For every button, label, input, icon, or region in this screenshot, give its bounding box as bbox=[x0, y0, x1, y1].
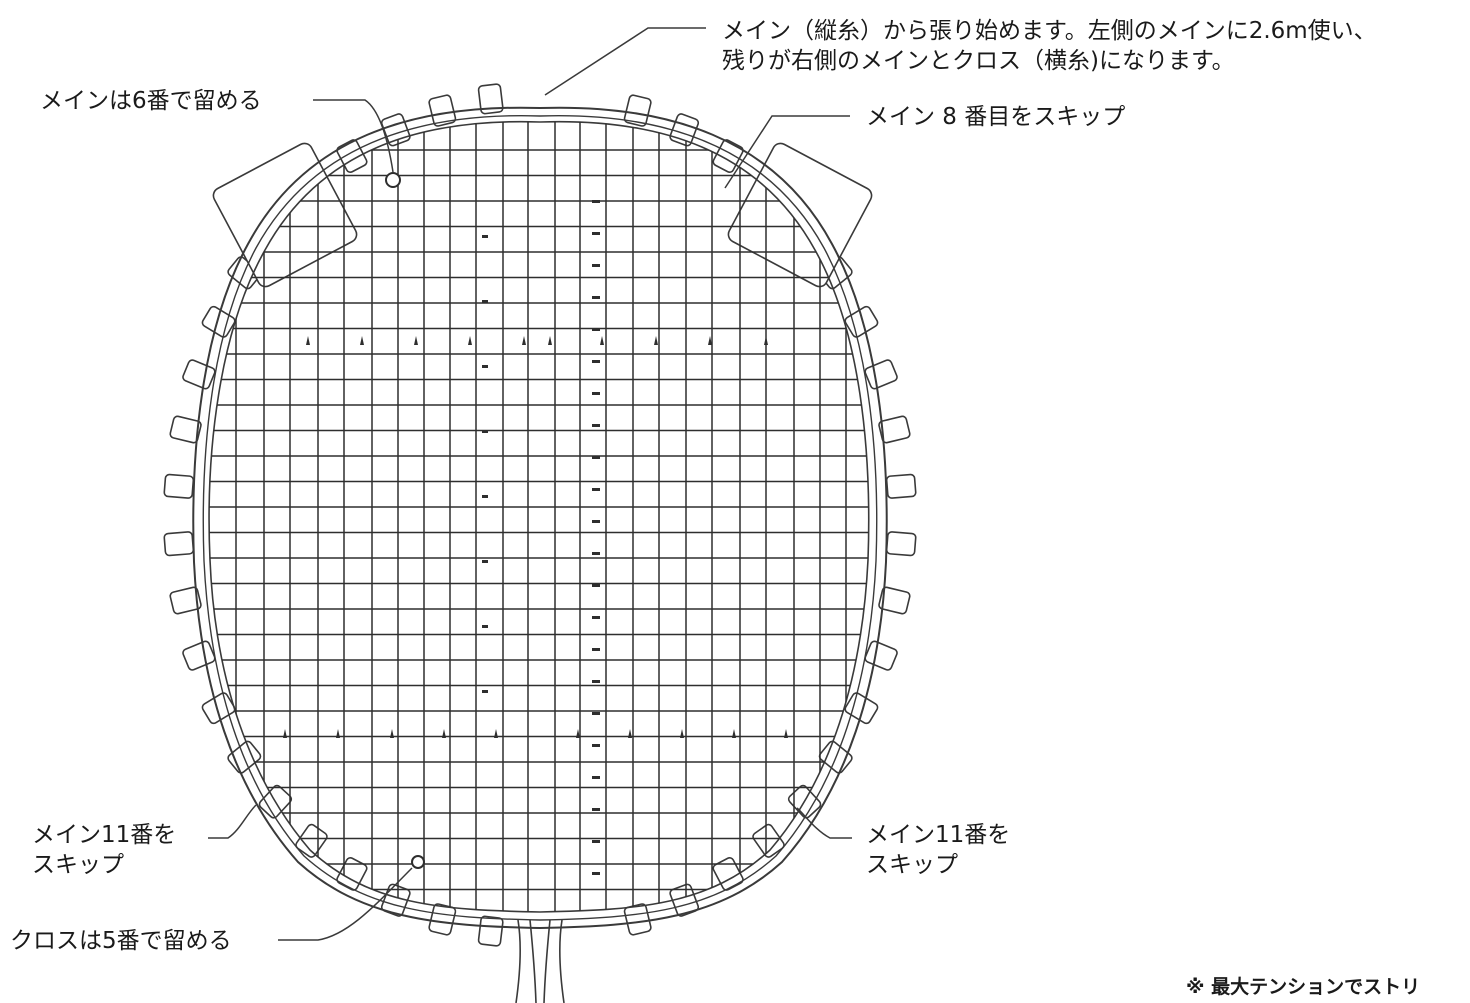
center-tick bbox=[592, 584, 600, 587]
grommet bbox=[477, 915, 504, 947]
annotation-skip-main-11-left-line2: スキップ bbox=[32, 852, 124, 878]
center-tick bbox=[592, 744, 600, 747]
arrow-marker bbox=[414, 336, 418, 345]
center-tick bbox=[592, 776, 600, 779]
center-tick bbox=[482, 365, 488, 368]
arrow-marker bbox=[576, 729, 580, 738]
center-tick bbox=[592, 328, 600, 331]
arrow-marker bbox=[522, 336, 526, 345]
grommet bbox=[336, 139, 368, 174]
annotation-cross-tie-5: クロスは5番で留める bbox=[10, 928, 232, 954]
grommet bbox=[712, 856, 744, 891]
center-tick bbox=[592, 552, 600, 555]
annotation-skip-main-11-left-line1: メイン11番を bbox=[32, 822, 177, 848]
center-tick bbox=[482, 690, 488, 693]
racket-frame-mid bbox=[202, 114, 878, 921]
arrow-marker bbox=[306, 336, 310, 345]
grommet bbox=[885, 531, 917, 557]
annotation-skip-main-11-right-line2: スキップ bbox=[866, 852, 958, 878]
grommet bbox=[169, 586, 202, 615]
arrow-marker bbox=[654, 336, 658, 345]
grommet bbox=[623, 903, 652, 936]
annotation-start-line2: 残りが右側のメインとクロス（横糸)になります。 bbox=[722, 48, 1235, 74]
center-markers bbox=[283, 200, 788, 875]
grommet bbox=[864, 640, 898, 671]
grommet bbox=[878, 586, 911, 615]
grommet bbox=[864, 359, 898, 390]
grommet bbox=[428, 903, 457, 936]
grommet bbox=[477, 83, 504, 115]
grommet bbox=[844, 692, 879, 725]
arrow-marker bbox=[283, 729, 287, 738]
tie-knot-main-6 bbox=[385, 172, 401, 188]
bumper-pad bbox=[212, 142, 358, 288]
annotation-start-line1: メイン（縦糸）から張り始めます。左側のメインに2.6m使い、 bbox=[722, 18, 1377, 44]
arrow-marker bbox=[708, 336, 712, 345]
center-tick bbox=[592, 840, 600, 843]
arrow-marker bbox=[442, 729, 446, 738]
racket-frame-inner bbox=[208, 120, 870, 913]
arrow-marker bbox=[784, 729, 788, 738]
center-tick bbox=[482, 235, 488, 238]
center-tick bbox=[592, 520, 600, 523]
center-tick bbox=[592, 616, 600, 619]
center-tick bbox=[592, 456, 600, 459]
arrow-marker bbox=[468, 336, 472, 345]
arrow-marker bbox=[680, 729, 684, 738]
grommet bbox=[182, 359, 216, 390]
arrow-marker bbox=[360, 336, 364, 345]
grommet bbox=[844, 305, 879, 338]
center-tick bbox=[592, 200, 600, 203]
grommet bbox=[752, 823, 785, 858]
center-tick bbox=[592, 808, 600, 811]
annotation-skip-main-11-right-line1: メイン11番を bbox=[866, 822, 1011, 848]
arrow-marker bbox=[548, 336, 552, 345]
grommet bbox=[169, 415, 202, 444]
grommet bbox=[295, 823, 328, 858]
arrow-marker bbox=[494, 729, 498, 738]
grommet bbox=[885, 473, 917, 499]
bumper-pad bbox=[727, 142, 873, 288]
annotation-main-tie-6: メインは6番で留める bbox=[40, 88, 262, 114]
grommet bbox=[163, 531, 195, 557]
grommet bbox=[163, 473, 195, 499]
grommet bbox=[201, 305, 236, 338]
center-tick bbox=[482, 430, 488, 433]
arrow-marker bbox=[732, 729, 736, 738]
center-tick bbox=[592, 424, 600, 427]
annotation-skip-main-8: メイン 8 番目をスキップ bbox=[866, 104, 1126, 130]
footnote-max-tension: ※ 最大テンションでストリ bbox=[1186, 976, 1421, 998]
center-tick bbox=[592, 296, 600, 299]
grommet bbox=[182, 640, 216, 671]
center-tick bbox=[592, 232, 600, 235]
center-tick bbox=[592, 264, 600, 267]
center-tick bbox=[592, 392, 600, 395]
arrow-marker bbox=[628, 729, 632, 738]
center-tick bbox=[592, 712, 600, 715]
center-tick bbox=[592, 648, 600, 651]
grommet-blocks bbox=[163, 83, 917, 947]
tie-knot-cross-5 bbox=[411, 855, 425, 869]
leader-lines bbox=[208, 27, 852, 941]
center-tick bbox=[482, 495, 488, 498]
arrow-marker bbox=[600, 336, 604, 345]
arrow-marker bbox=[764, 336, 768, 345]
grommet bbox=[201, 692, 236, 725]
arrow-marker bbox=[336, 729, 340, 738]
arrow-marker bbox=[390, 729, 394, 738]
center-tick bbox=[482, 625, 488, 628]
center-tick bbox=[592, 680, 600, 683]
center-tick bbox=[482, 560, 488, 563]
center-tick bbox=[592, 488, 600, 491]
racket-throat bbox=[515, 919, 565, 1003]
center-tick bbox=[592, 872, 600, 875]
grommet bbox=[623, 94, 652, 127]
grommet bbox=[878, 415, 911, 444]
racket-frame-outer bbox=[192, 106, 888, 930]
center-tick bbox=[592, 360, 600, 363]
grommet bbox=[669, 883, 700, 917]
grommet bbox=[428, 94, 457, 127]
center-tick bbox=[482, 300, 488, 303]
